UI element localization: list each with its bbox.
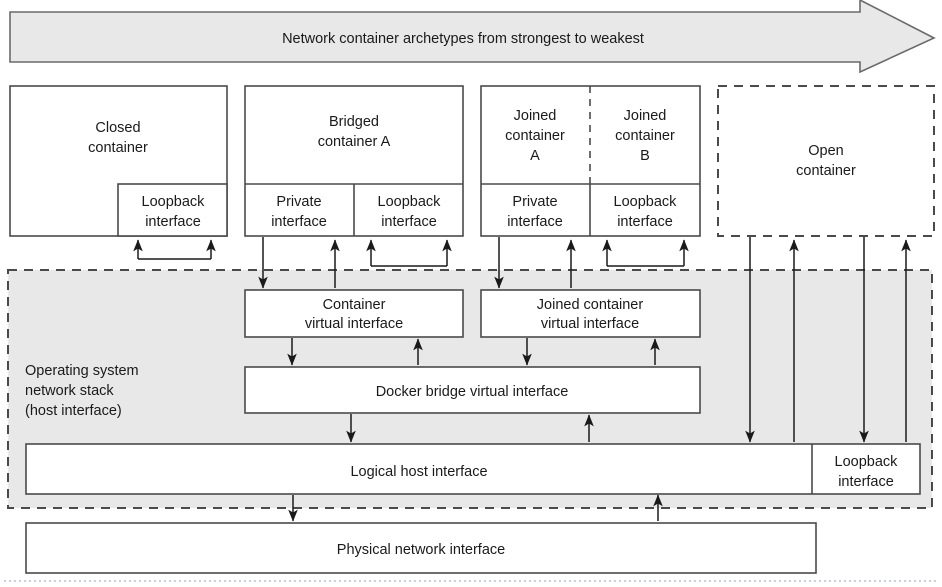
container-virtual-interface-label-line2: virtual interface: [305, 316, 403, 332]
open-container-box[interactable]: [717, 85, 935, 237]
bridged-loopback-interface-label-line2: interface: [381, 214, 437, 230]
joined-container-b-title-line1: Joined: [624, 108, 667, 124]
bridged-container-a-title-line2: container A: [318, 134, 391, 150]
logical-host-interface[interactable]: Logical host interface Loopback interfac…: [25, 443, 921, 495]
joined-container-b-title-line3: B: [640, 148, 650, 164]
joined-container-a-title-line1: Joined: [514, 108, 557, 124]
docker-bridge-virtual-interface[interactable]: Docker bridge virtual interface: [244, 366, 701, 414]
docker-bridge-virtual-interface-label: Docker bridge virtual interface: [376, 384, 569, 400]
bridged-container-a-title-line1: Bridged: [329, 114, 379, 130]
bridged-loopback-interface-label-line1: Loopback: [378, 194, 442, 210]
bridged-private-interface-label-line1: Private: [276, 194, 321, 210]
bridged-private-interface-label-line2: interface: [271, 214, 327, 230]
closed-container[interactable]: Closed container Loopback interface: [9, 85, 228, 260]
docker-bridge-virtual-interface-box[interactable]: [244, 366, 701, 414]
open-container-title-line1: Open: [808, 143, 843, 159]
joined-container-virtual-interface-box[interactable]: [480, 289, 701, 338]
joined-containers[interactable]: Joined container A Joined container B Pr…: [480, 85, 701, 267]
host-region-label-line1: Operating system: [25, 363, 139, 379]
container-virtual-interface-box[interactable]: [244, 289, 464, 338]
banner-arrow: Network container archetypes from strong…: [9, 0, 936, 74]
open-container[interactable]: Open container: [717, 85, 935, 237]
physical-network-interface-box[interactable]: [25, 522, 817, 574]
closed-container-loopback-label-line2: interface: [145, 214, 201, 230]
host-region-label-line2: network stack: [25, 383, 114, 399]
joined-loopback-interface-label-line2: interface: [617, 214, 673, 230]
joined-container-a-title-line2: container: [505, 128, 565, 144]
closed-container-title-line1: Closed: [95, 120, 140, 136]
host-loopback-interface-label-line2: interface: [838, 474, 894, 490]
closed-container-loopback-label-line1: Loopback: [142, 194, 206, 210]
host-loopback-interface-label-line1: Loopback: [835, 454, 899, 470]
joined-container-virtual-interface-label-line2: virtual interface: [541, 316, 639, 332]
joined-container-virtual-interface[interactable]: Joined container virtual interface: [480, 289, 701, 338]
open-container-title-line2: container: [796, 163, 856, 179]
closed-container-loopback-interface-box[interactable]: [117, 183, 228, 237]
joined-container-b-title-line2: container: [615, 128, 675, 144]
banner-label: Network container archetypes from strong…: [282, 31, 644, 47]
host-region-label-line3: (host interface): [25, 403, 122, 419]
logical-host-interface-box[interactable]: [25, 443, 921, 495]
joined-container-a-title-line3: A: [530, 148, 540, 164]
physical-network-interface-label: Physical network interface: [337, 542, 505, 558]
joined-container-virtual-interface-label-line1: Joined container: [537, 297, 644, 313]
container-virtual-interface[interactable]: Container virtual interface: [244, 289, 464, 338]
physical-network-interface[interactable]: Physical network interface: [25, 522, 817, 574]
joined-private-interface-label-line1: Private: [512, 194, 557, 210]
connectors: [258, 237, 911, 522]
container-virtual-interface-label-line1: Container: [323, 297, 386, 313]
logical-host-interface-label: Logical host interface: [350, 464, 487, 480]
closed-container-title-line2: container: [88, 140, 148, 156]
joined-private-interface-label-line2: interface: [507, 214, 563, 230]
joined-loopback-interface-label-line1: Loopback: [614, 194, 678, 210]
bridged-container-a[interactable]: Bridged container A Private interface Lo…: [244, 85, 464, 267]
